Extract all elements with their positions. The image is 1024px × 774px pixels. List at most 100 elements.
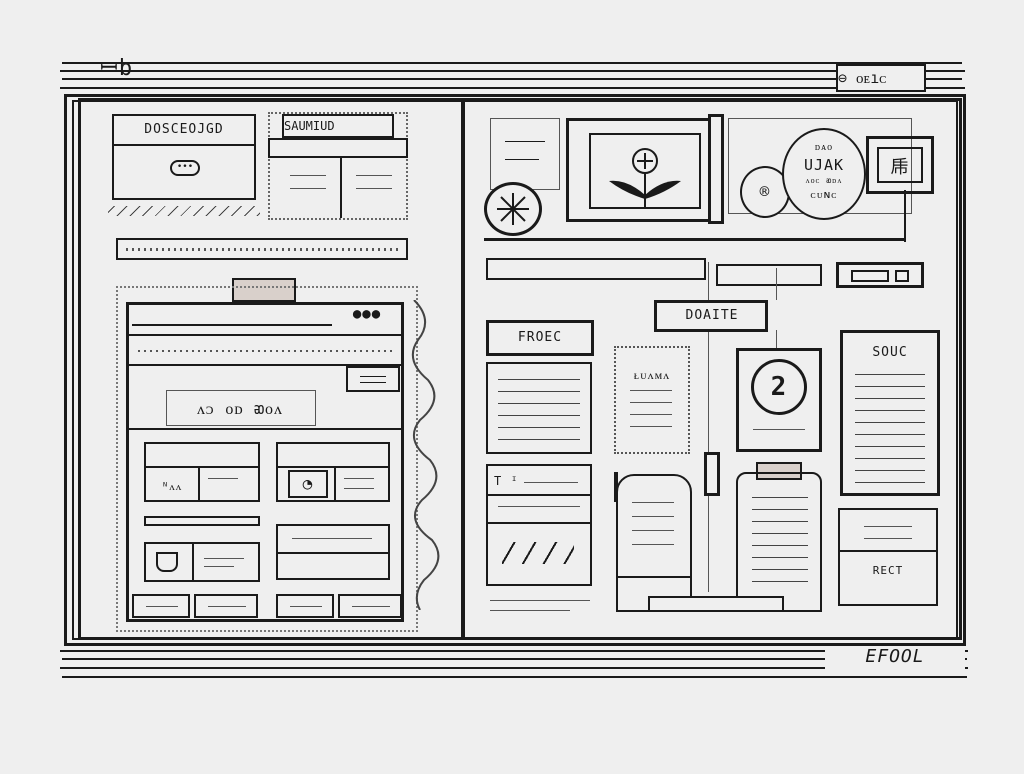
inner-window-controls[interactable]: ●●● <box>352 306 382 322</box>
tree-trunk-line <box>708 262 709 592</box>
recti-card[interactable]: RECT <box>838 508 938 606</box>
right-panel <box>462 98 962 640</box>
cell-divider <box>146 466 258 468</box>
plant-icon <box>609 148 681 207</box>
inner-window-dotted-area <box>116 286 418 632</box>
placeholder-line <box>290 188 326 189</box>
list-card-right[interactable] <box>736 472 822 612</box>
placeholder-line <box>864 526 912 527</box>
placeholder-line <box>292 538 372 539</box>
inner-cell-a[interactable]: ᴺᴧᴧ <box>144 442 260 502</box>
right-search-input[interactable] <box>486 258 706 280</box>
inner-scribble-text: ᴧᴐ ᴏᴅ ᴔᴏᴧ <box>197 399 283 418</box>
placeholder-line <box>498 506 580 507</box>
logo-circle[interactable]: ᴅᴀᴏ UJAK ᴧᴏᴄ ᴔᴅᴧ ᴄᴜɴᴄ <box>782 128 866 220</box>
window-tab-handle[interactable] <box>232 278 296 302</box>
inner-cell-b[interactable]: ◔ <box>276 442 390 502</box>
placeholder-line <box>356 188 392 189</box>
titlebar-line <box>62 78 962 80</box>
connector-line <box>776 330 777 348</box>
froec-header-label: FROEC <box>517 330 563 345</box>
titlebar-line <box>60 70 965 72</box>
bottom-scroll-bar[interactable] <box>648 596 784 612</box>
tx-hatch <box>502 542 574 564</box>
inner-scribble-box: ᴧᴐ ᴏᴅ ᴔᴏᴧ <box>166 390 316 426</box>
cell-divider <box>278 466 388 468</box>
logo-text-4: ᴄᴜɴᴄ <box>810 188 838 201</box>
scroll-card[interactable]: ᴌᴜᴧᴍᴧ <box>614 346 690 454</box>
donate-button[interactable]: DOAITE <box>654 300 768 332</box>
inner-footer-button-1[interactable] <box>132 594 190 618</box>
wheel-icon[interactable] <box>484 182 542 236</box>
tab-divider <box>340 158 342 218</box>
placeholder-line <box>632 502 674 503</box>
cell-a-label: ᴺᴧᴧ <box>161 480 183 493</box>
placeholder-line <box>146 606 178 607</box>
statusbar-line <box>62 676 967 678</box>
cell-divider <box>192 544 194 580</box>
froec-text-block <box>486 362 592 454</box>
badge-card[interactable]: 2 <box>736 348 822 452</box>
search-bar[interactable] <box>116 238 408 260</box>
placeholder-line <box>753 429 805 430</box>
inner-footer-button-2[interactable] <box>194 594 258 618</box>
statusbar-line <box>60 667 968 669</box>
cell-divider <box>334 466 336 500</box>
shield-icon <box>156 552 178 572</box>
seal-icon[interactable]: ® <box>740 166 790 218</box>
toggle-end <box>895 270 909 282</box>
left-card[interactable]: DOSCEOJGD ••• <box>112 114 256 200</box>
inner-footer-button-3[interactable] <box>276 594 334 618</box>
placeholder-line <box>344 478 374 479</box>
card-divider <box>488 494 590 496</box>
card-underline-decoration <box>108 206 260 216</box>
card-divider <box>114 144 254 146</box>
inner-menu-button[interactable] <box>346 366 400 392</box>
titlebar-line <box>62 62 962 64</box>
badge-circle: 2 <box>751 359 807 415</box>
list-card-left[interactable] <box>616 474 692 612</box>
tx-card[interactable]: T ᴵ <box>486 464 592 586</box>
soic-text-lines <box>855 363 925 483</box>
toggle-knob <box>851 270 889 282</box>
seal-glyph: ® <box>759 182 771 201</box>
soic-card[interactable]: SOUC <box>840 330 940 496</box>
right-filter-input[interactable] <box>716 264 822 286</box>
tab-card <box>268 112 408 220</box>
tab-label[interactable]: SAUMIUD <box>282 114 394 138</box>
placeholder-line <box>632 516 674 517</box>
inner-footer-button-4[interactable] <box>338 594 402 618</box>
placeholder-line <box>344 488 374 489</box>
inner-cell-c[interactable] <box>144 542 260 582</box>
donate-button-label: DOAITE <box>685 308 739 323</box>
hero-image-frame[interactable] <box>566 118 722 222</box>
soic-label: SOUC <box>872 345 908 360</box>
logo-text-3: ᴧᴏᴄ ᴔᴅᴧ <box>805 176 843 185</box>
toggle-switch[interactable] <box>836 262 924 288</box>
placeholder-line <box>204 566 234 567</box>
inner-slider-track[interactable] <box>144 516 260 526</box>
placeholder-line <box>630 390 672 391</box>
more-options-button[interactable]: ••• <box>170 160 200 176</box>
window-corner-mark: ꟷb <box>100 56 134 81</box>
tab-header <box>268 138 408 158</box>
search-placeholder-dots <box>126 248 400 251</box>
window-control-badge[interactable]: ⊖ ᴏᴇıᴄ <box>836 64 926 92</box>
placeholder-line <box>630 414 672 415</box>
banner-baseline <box>484 238 904 241</box>
inner-cell-d[interactable] <box>276 524 390 580</box>
hero-scroll-handle[interactable] <box>708 114 724 224</box>
logo-text-2: UJAK <box>803 156 845 174</box>
list-card-tab[interactable] <box>756 462 802 480</box>
square-glyph-box[interactable]: 乕 <box>866 136 934 194</box>
inner-divider <box>126 364 404 366</box>
cell-divider <box>278 552 388 554</box>
square-glyph-inner <box>877 147 923 183</box>
logo-text-1: ᴅᴀᴏ <box>814 142 834 153</box>
froec-header[interactable]: FROEC <box>486 320 594 356</box>
menu-line <box>360 376 386 377</box>
placeholder-line <box>630 426 672 427</box>
connector-line <box>904 190 906 242</box>
placeholder-line <box>356 175 392 176</box>
slider-handle[interactable] <box>704 452 720 496</box>
